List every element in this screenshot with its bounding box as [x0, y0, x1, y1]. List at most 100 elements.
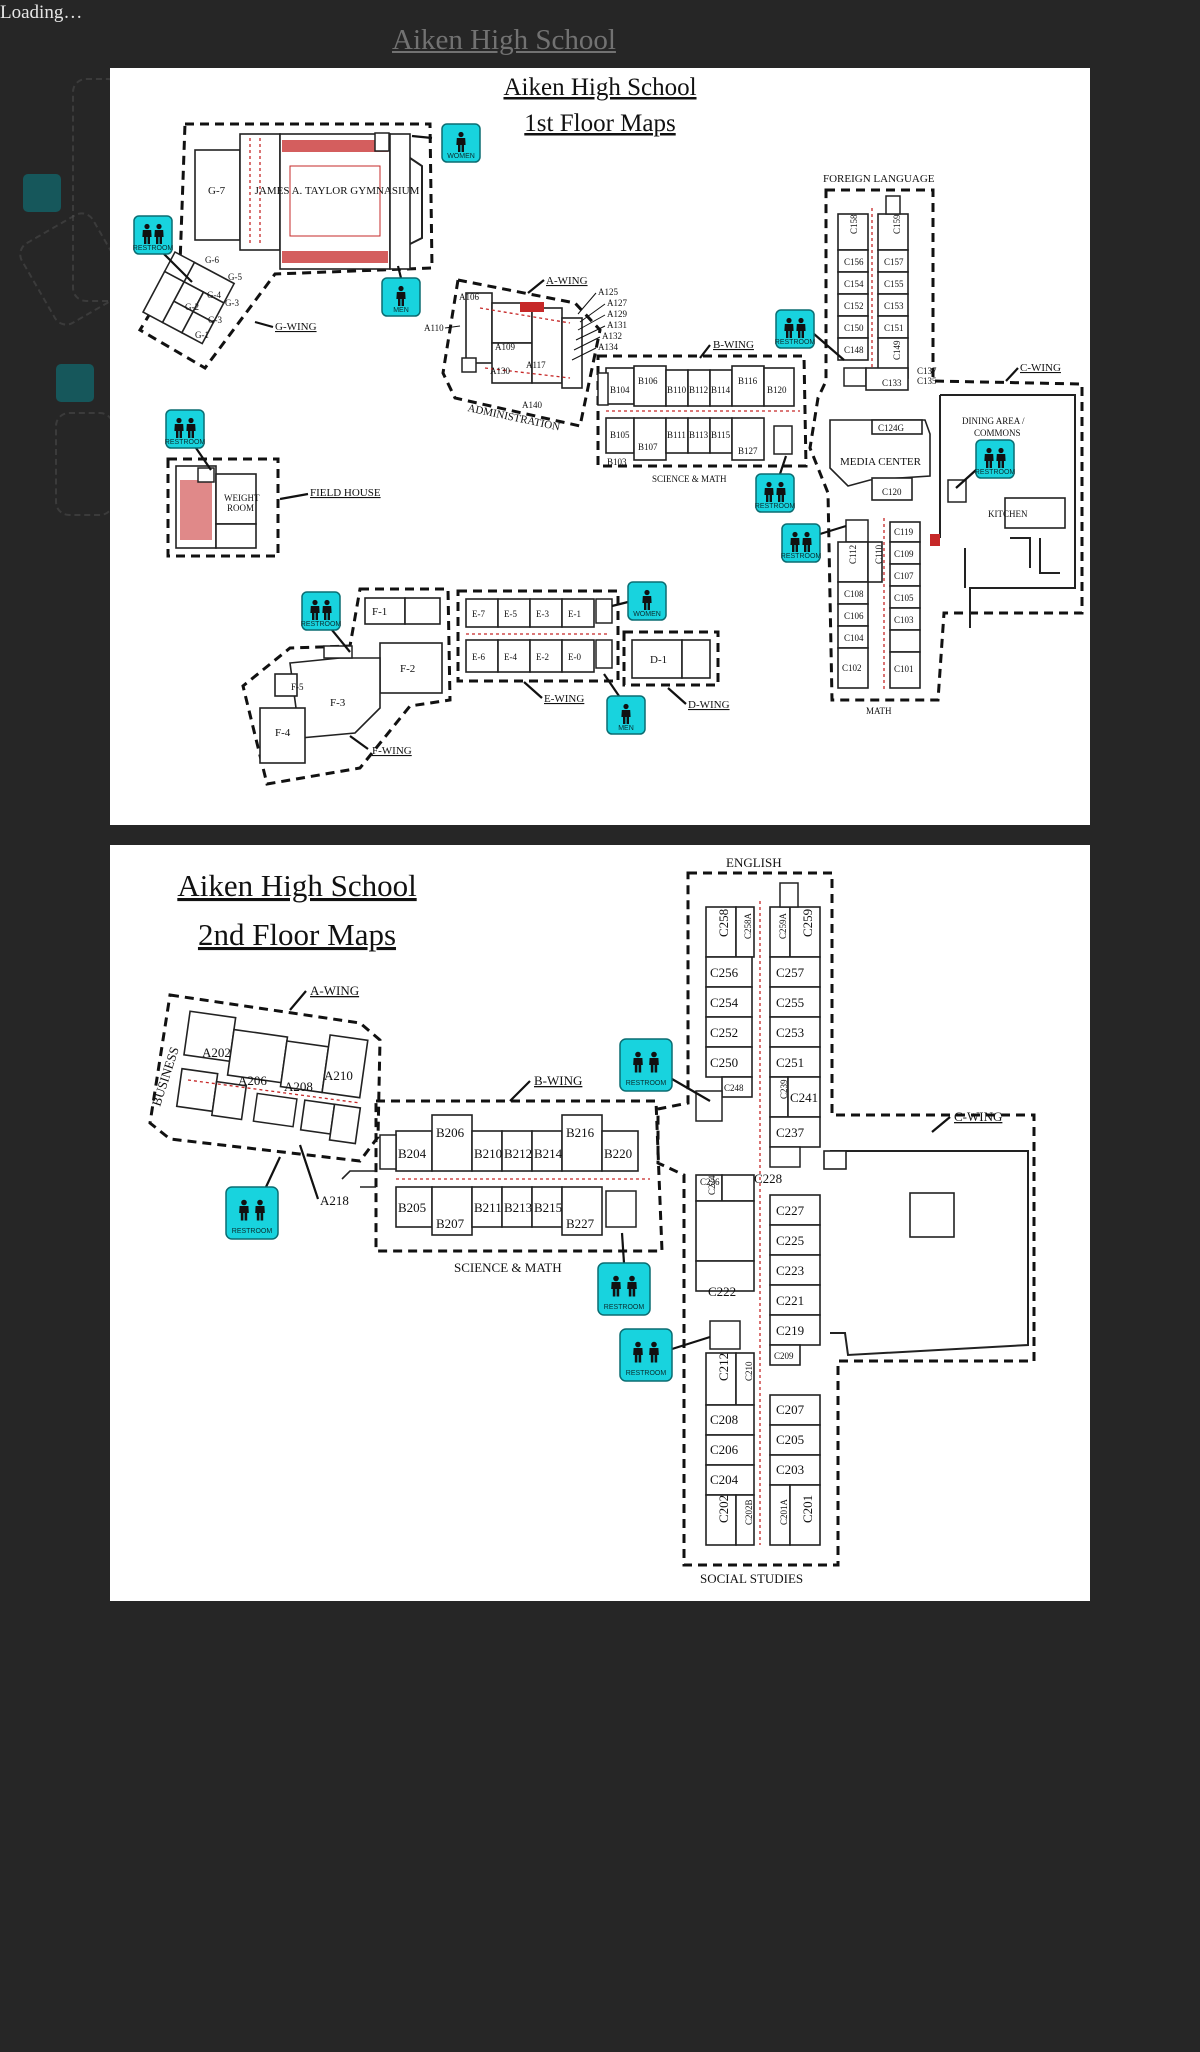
first-floor-map: Aiken High School 1st Floor Maps JAMES A…	[133, 74, 1084, 786]
room-c151: C151	[884, 323, 904, 333]
b-wing-label: B-WING	[713, 339, 754, 351]
room-e2: E-2	[536, 652, 549, 662]
restroom-a-wing-2nd[interactable]: RESTROOM	[225, 1156, 281, 1240]
room-a132: A132	[602, 331, 622, 341]
foreign-language-label: FOREIGN LANGUAGE	[823, 173, 935, 185]
room-c150: C150	[844, 323, 864, 333]
background-restroom-icon	[23, 174, 61, 212]
dining-label-line1: DINING AREA /	[962, 416, 1025, 426]
weight-room-label-line2: ROOM	[227, 503, 254, 513]
room-b106: B106	[638, 376, 658, 386]
room-g3b: G-3	[208, 315, 222, 325]
room-a109: A109	[495, 342, 515, 352]
c-wing-2nd-area: ENGLISH SOCIAL STUDIES C-WING C258 C258A…	[656, 855, 1036, 1586]
room-c135: C135	[917, 376, 937, 386]
restroom-g-wing[interactable]: RESTROOM	[133, 215, 193, 283]
restroom-dining[interactable]: RESTROOM	[955, 439, 1016, 489]
e-wing-label: E-WING	[544, 693, 584, 705]
room-b212: B212	[504, 1146, 532, 1161]
room-c212: C212	[716, 1353, 731, 1381]
social-studies-label: SOCIAL STUDIES	[700, 1571, 803, 1586]
f-wing-area: F-1 F-2 F-3 F-4 F-5 F-WING	[241, 587, 452, 786]
room-c204: C204	[710, 1472, 739, 1487]
room-f4: F-4	[275, 727, 291, 739]
room-c153: C153	[884, 301, 904, 311]
floor2-title-line1: Aiken High School	[177, 868, 416, 903]
room-e5: E-5	[504, 609, 517, 619]
room-g3: G-3	[225, 298, 239, 308]
restroom-math[interactable]: RESTROOM	[781, 523, 847, 563]
room-c157: C157	[884, 257, 904, 267]
restroom-field-house[interactable]: RESTROOM	[165, 409, 212, 471]
b-wing-2nd-area: B204 B206 B210 B212 B214 B216 B220 B205 …	[341, 1073, 664, 1275]
restroom-men-e-wing[interactable]: MEN	[603, 673, 646, 735]
room-b115: B115	[711, 430, 731, 440]
restroom-women-e-wing[interactable]: WOMEN	[611, 581, 667, 621]
background-map-fragment	[55, 412, 114, 516]
restroom-c-wing-top[interactable]: RESTROOM	[775, 309, 845, 361]
room-d1: D-1	[650, 654, 667, 666]
restroom-label: RESTROOM	[975, 469, 1016, 476]
room-c155: C155	[884, 279, 904, 289]
dining-commons: DINING AREA / COMMONS KITCHEN C-WING	[930, 362, 1076, 628]
room-c225: C225	[776, 1233, 804, 1248]
restroom-b-wing[interactable]: RESTROOM	[755, 455, 796, 513]
room-b216: B216	[566, 1125, 595, 1140]
room-g7: G-7	[208, 185, 226, 197]
english-label: ENGLISH	[726, 855, 782, 870]
room-c106: C106	[844, 611, 864, 621]
room-c241: C241	[790, 1090, 818, 1105]
restroom-men-gym[interactable]: MEN	[381, 265, 421, 317]
room-c256: C256	[710, 965, 739, 980]
c-wing-area: C158 C156 C154 C152 C150 C148 C159 C157 …	[808, 173, 1084, 716]
restroom-label: RESTROOM	[775, 339, 816, 346]
room-b111: B111	[667, 430, 686, 440]
room-c237: C237	[776, 1125, 805, 1140]
restroom-women-label: WOMEN	[447, 153, 475, 160]
room-c203: C203	[776, 1462, 804, 1477]
restroom-english[interactable]: RESTROOM	[619, 1038, 711, 1102]
room-a125: A125	[598, 287, 618, 297]
room-c119: C119	[894, 527, 914, 537]
room-c224: C224	[707, 1175, 717, 1195]
a-wing-label: A-WING	[546, 275, 588, 287]
room-b107: B107	[638, 442, 658, 452]
room-c202b: C202B	[744, 1499, 754, 1525]
restroom-men-label: MEN	[618, 725, 634, 732]
restroom-b-wing-2nd[interactable]: RESTROOM	[597, 1232, 651, 1316]
room-b110: B110	[667, 385, 687, 395]
restroom-women-gym[interactable]: WOMEN	[411, 123, 481, 163]
room-b214: B214	[534, 1146, 563, 1161]
room-c102: C102	[842, 663, 862, 673]
room-c239: C239	[779, 1079, 789, 1099]
room-c227: C227	[776, 1203, 805, 1218]
b-wing-2nd-label: B-WING	[534, 1073, 582, 1088]
room-c105: C105	[894, 593, 914, 603]
room-c208: C208	[710, 1412, 738, 1427]
room-f3: F-3	[330, 697, 346, 709]
restroom-label: RESTROOM	[301, 621, 342, 628]
field-house-area: WEIGHT ROOM FIELD HOUSE	[166, 457, 381, 558]
room-c154: C154	[844, 279, 864, 289]
administration-label: ADMINISTRATION	[466, 402, 561, 433]
b-wing-area: B104 B106 B110 B112 B114 B116 B120 B105 …	[596, 339, 808, 484]
restroom-f-wing[interactable]: RESTROOM	[301, 591, 351, 653]
media-center-label: MEDIA CENTER	[840, 456, 922, 468]
second-floor-map: Aiken High School 2nd Floor Maps A202 A2…	[148, 855, 1036, 1586]
room-a130: A130	[490, 366, 510, 376]
room-c108: C108	[844, 589, 864, 599]
second-floor-map-sheet: Aiken High School 2nd Floor Maps A202 A2…	[110, 845, 1090, 1601]
room-b105: B105	[610, 430, 630, 440]
restroom-social-studies[interactable]: RESTROOM	[619, 1328, 711, 1382]
floor1-title-line2: 1st Floor Maps	[524, 110, 675, 137]
room-c112: C112	[848, 545, 858, 564]
room-c253: C253	[776, 1025, 804, 1040]
room-e0: E-0	[568, 652, 581, 662]
room-b215: B215	[534, 1200, 562, 1215]
c-wing-2nd-label: C-WING	[954, 1109, 1002, 1124]
loading-text: Loading…	[0, 2, 83, 23]
room-c148: C148	[844, 345, 864, 355]
room-a110: A110	[424, 323, 444, 333]
room-b207: B207	[436, 1216, 465, 1231]
dining-label-line2: COMMONS	[974, 428, 1021, 438]
